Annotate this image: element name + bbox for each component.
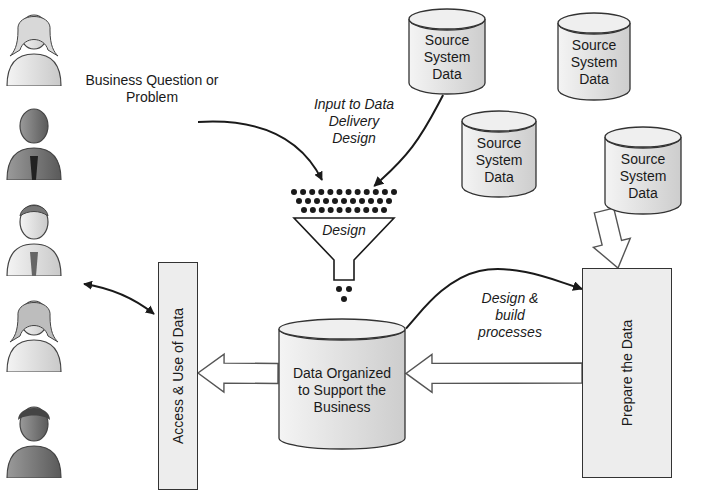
question-arrow [198, 122, 322, 180]
person-icon [7, 15, 61, 86]
person-icon [7, 205, 61, 276]
data-store: Source System Data [604, 126, 682, 215]
person-icon [7, 407, 61, 478]
data-store: Data Organized to Support the Business [278, 318, 406, 450]
person-icon [7, 301, 61, 372]
block-arrow [406, 354, 582, 392]
node-label: Source System Data [563, 36, 625, 89]
annotation: Input to Data Delivery Design [308, 96, 400, 147]
block-arrow [198, 354, 278, 392]
design-funnel: Design [290, 186, 398, 314]
node-label: Data Organized to Support the Business [292, 342, 392, 438]
person-icon [7, 109, 61, 180]
data-store: Source System Data [408, 8, 486, 95]
node-label: Source System Data [610, 150, 676, 203]
node-label: Source System Data [414, 32, 480, 83]
data-store: Source System Data [461, 110, 537, 198]
data-store: Source System Data [557, 12, 631, 101]
funnel-outline [290, 186, 398, 314]
process-box: Prepare the Data [582, 268, 672, 478]
node-label: Design [290, 222, 398, 239]
access-arrow [84, 284, 154, 314]
block-arrow [593, 208, 630, 268]
edge-label: Design & build processes [470, 290, 550, 341]
annotation: Business Question or Problem [77, 72, 227, 106]
process-box: Access & Use of Data [158, 262, 198, 490]
node-label: Prepare the Data [619, 320, 636, 427]
node-label: Source System Data [467, 134, 531, 186]
node-label: Access & Use of Data [170, 308, 187, 444]
